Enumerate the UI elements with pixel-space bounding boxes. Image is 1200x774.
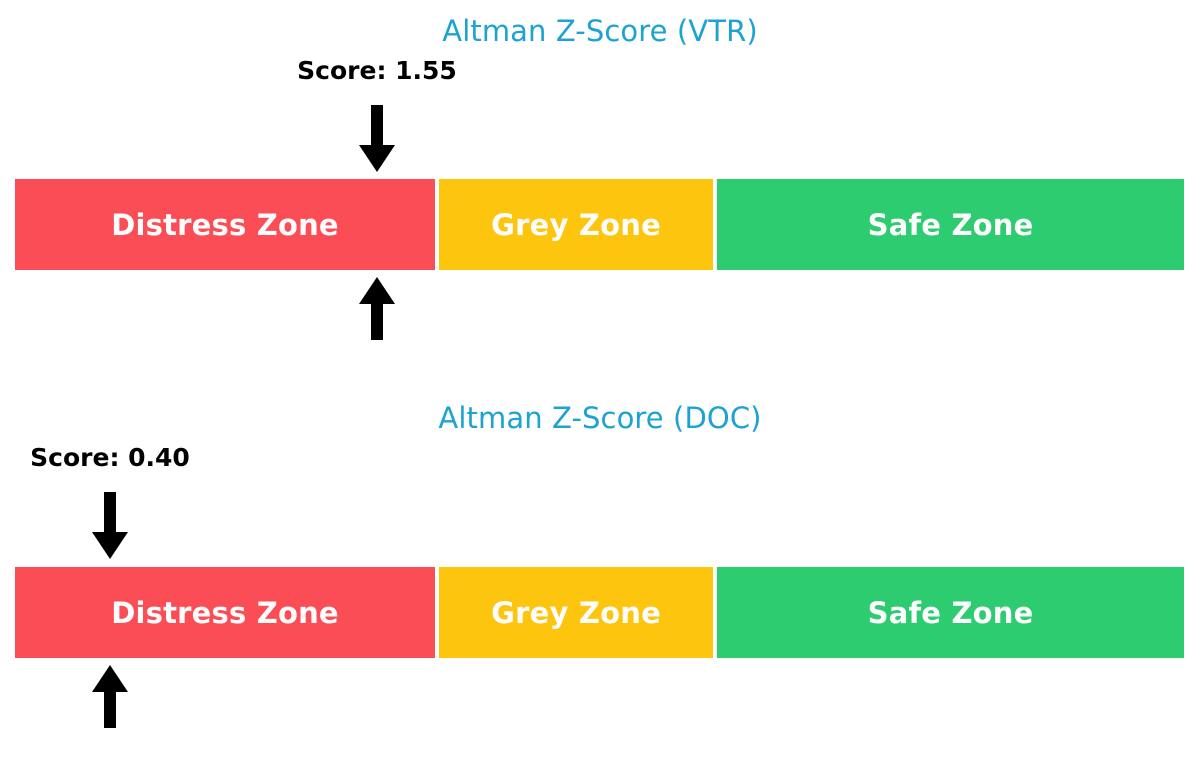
zone-divider	[435, 567, 440, 658]
chart-panel-doc: Altman Z-Score (DOC) Score: 0.40 Distres…	[0, 387, 1200, 774]
zone-divider	[713, 179, 718, 270]
chart-title-doc: Altman Z-Score (DOC)	[438, 401, 762, 435]
zone-grey-vtr[interactable]: Grey Zone	[439, 179, 714, 270]
zone-safe-vtr[interactable]: Safe Zone	[717, 179, 1184, 270]
score-label-vtr: Score: 1.55	[297, 56, 457, 85]
zone-bar-doc: Distress Zone Grey Zone Safe Zone	[15, 567, 1184, 658]
chart-title-vtr: Altman Z-Score (VTR)	[442, 14, 758, 48]
zone-safe-doc[interactable]: Safe Zone	[717, 567, 1184, 658]
score-label-doc: Score: 0.40	[30, 443, 190, 472]
zone-label-distress: Distress Zone	[111, 595, 339, 630]
score-marker-arrow-down-vtr	[358, 105, 396, 173]
zone-label-safe: Safe Zone	[867, 207, 1034, 242]
zone-label-grey: Grey Zone	[491, 595, 661, 630]
score-marker-arrow-down-doc	[91, 492, 129, 560]
zone-distress-doc[interactable]: Distress Zone	[15, 567, 436, 658]
zone-grey-doc[interactable]: Grey Zone	[439, 567, 714, 658]
chart-panel-vtr: Altman Z-Score (VTR) Score: 1.55 Distres…	[0, 0, 1200, 360]
zone-bar-vtr: Distress Zone Grey Zone Safe Zone	[15, 179, 1184, 270]
zone-distress-vtr[interactable]: Distress Zone	[15, 179, 436, 270]
score-marker-arrow-up-doc	[91, 665, 129, 729]
zone-divider	[713, 567, 718, 658]
zone-label-safe: Safe Zone	[867, 595, 1034, 630]
zone-label-distress: Distress Zone	[111, 207, 339, 242]
zone-divider	[435, 179, 440, 270]
score-marker-arrow-up-vtr	[358, 277, 396, 341]
zone-label-grey: Grey Zone	[491, 207, 661, 242]
